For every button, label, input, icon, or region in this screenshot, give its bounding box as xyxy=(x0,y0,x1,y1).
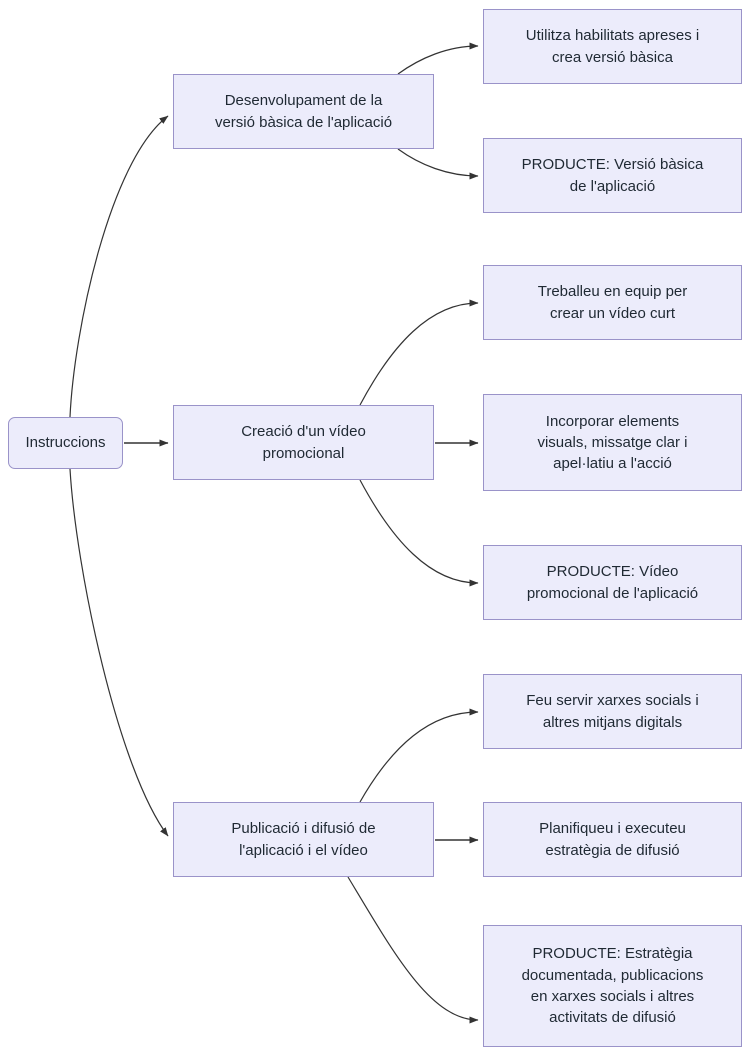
node-branch-3-child-1[interactable]: Feu servir xarxes socials i altres mitja… xyxy=(483,674,742,749)
edge-branch-3-to-child-3 xyxy=(347,876,479,1024)
node-branch-3-child-3[interactable]: PRODUCTE: Estratègia documentada, public… xyxy=(483,925,742,1047)
node-branch-2-child-3[interactable]: PRODUCTE: Vídeo promocional de l'aplicac… xyxy=(483,545,742,620)
node-branch-1[interactable]: Desenvolupament de la versió bàsica de l… xyxy=(173,74,434,149)
edge-branch-1-to-child-2 xyxy=(397,148,479,180)
node-branch-2-child-2-label: Incorporar elements visuals, missatge cl… xyxy=(537,412,688,473)
node-branch-1-label: Desenvolupament de la versió bàsica de l… xyxy=(214,92,393,131)
node-branch-3-child-2[interactable]: Planifiqueu i executeu estratègia de dif… xyxy=(483,802,742,877)
edge-branch-2-to-child-1 xyxy=(359,299,479,406)
node-root-label: Instruccions xyxy=(25,434,106,452)
edge-root-to-branch-3 xyxy=(69,468,169,837)
node-branch-1-child-2-label: PRODUCTE: Versió bàsica de l'aplicació xyxy=(521,156,704,195)
node-branch-2-child-3-label: PRODUCTE: Vídeo promocional de l'aplicac… xyxy=(526,563,699,602)
node-branch-2-child-1[interactable]: Treballeu en equip per crear un vídeo cu… xyxy=(483,265,742,340)
node-branch-2-child-1-label: Treballeu en equip per crear un vídeo cu… xyxy=(537,283,688,322)
node-branch-3-child-1-label: Feu servir xarxes socials i altres mitja… xyxy=(526,692,699,731)
edge-branch-3-to-child-1 xyxy=(359,708,479,803)
node-branch-3-child-3-label: PRODUCTE: Estratègia documentada, public… xyxy=(521,945,704,1027)
node-branch-2-label: Creació d'un vídeo promocional xyxy=(241,423,366,462)
node-branch-3-child-2-label: Planifiqueu i executeu estratègia de dif… xyxy=(539,820,686,859)
node-branch-2-child-2[interactable]: Incorporar elements visuals, missatge cl… xyxy=(483,394,742,491)
node-branch-2[interactable]: Creació d'un vídeo promocional xyxy=(173,405,434,480)
node-branch-3[interactable]: Publicació i difusió de l'aplicació i el… xyxy=(173,802,434,877)
edge-branch-2-to-child-3 xyxy=(359,479,479,587)
edge-root-to-branch-1 xyxy=(69,115,169,418)
node-root[interactable]: Instruccions xyxy=(8,417,123,469)
node-branch-1-child-1[interactable]: Utilitza habilitats apreses i crea versi… xyxy=(483,9,742,84)
node-branch-3-label: Publicació i difusió de l'aplicació i el… xyxy=(231,820,376,859)
edge-branch-1-to-child-1 xyxy=(397,42,479,75)
node-branch-1-child-2[interactable]: PRODUCTE: Versió bàsica de l'aplicació xyxy=(483,138,742,213)
node-branch-1-child-1-label: Utilitza habilitats apreses i crea versi… xyxy=(525,27,700,66)
